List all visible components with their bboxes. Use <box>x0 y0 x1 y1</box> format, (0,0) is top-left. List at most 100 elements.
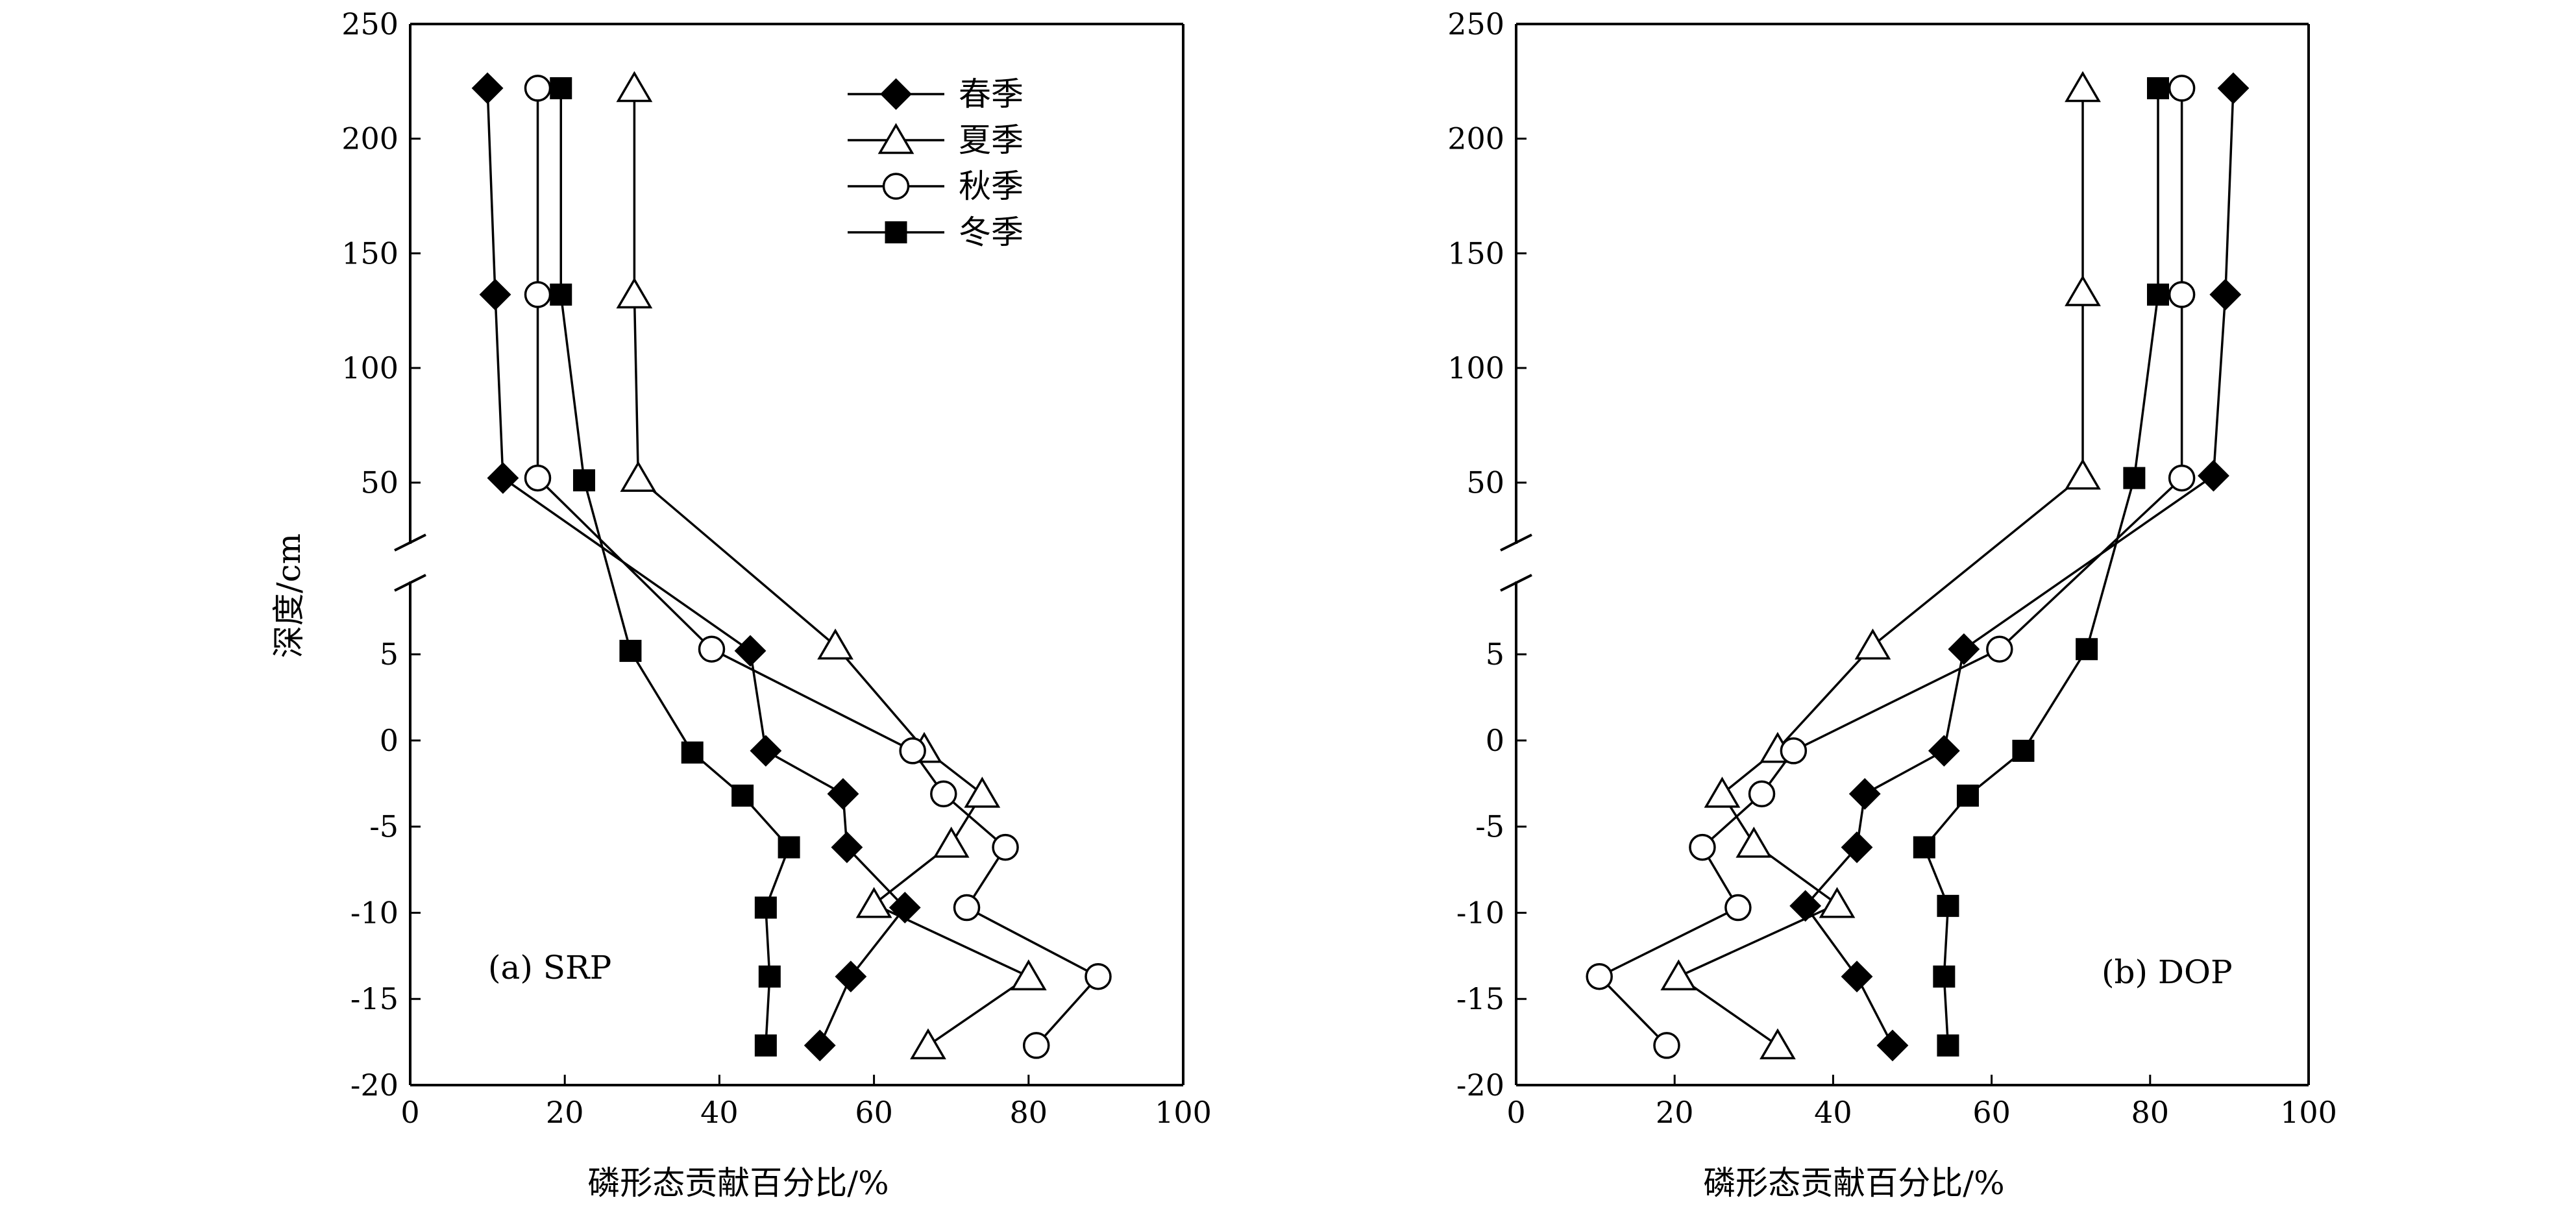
legend-marker <box>877 123 914 154</box>
panel-a-y-axis-title: 深度/cm <box>270 533 308 658</box>
panel-a-y-tick-label: 5 <box>380 637 399 672</box>
panel-a-data-point <box>899 737 926 765</box>
panel-b-data-point <box>1660 959 1697 991</box>
panel-a-data-point <box>754 1034 777 1057</box>
panel-b-data-point <box>1928 735 1960 767</box>
panel-a-data-point <box>698 635 726 663</box>
panel-b-y-tick-label: 100 <box>1447 350 1504 385</box>
panel-b-data-point <box>2076 638 2098 661</box>
panel-a-x-tick-label: 80 <box>1010 1095 1048 1130</box>
panel-b-data-point <box>1913 836 1935 859</box>
panel-a-axis-break-mark <box>394 574 426 592</box>
panel-a-y-tick-label: -10 <box>350 895 399 930</box>
panel-a-data-point <box>1085 962 1112 990</box>
panel-a-data-point <box>550 283 572 306</box>
panel-a-data-point <box>572 469 595 492</box>
panel-b-data-point <box>2123 467 2146 489</box>
panel-b-series-line <box>1676 88 2084 1047</box>
panel-a-series-line <box>536 88 1100 1047</box>
panel-b-y-tick-label: -15 <box>1456 981 1504 1016</box>
panel-b-series-3 <box>1913 77 2170 1057</box>
panel-b-data-point <box>1789 890 1822 922</box>
panel-a-data-point <box>910 1028 946 1060</box>
panel-a-data-point <box>817 628 853 660</box>
panel-a-data-point <box>930 780 957 808</box>
panel-a-x-tick-label: 40 <box>700 1095 739 1130</box>
panel-a-axis-break-mark <box>394 533 426 552</box>
panel-a-x-tick-label: 60 <box>855 1095 893 1130</box>
panel-b-data-point <box>1841 960 1873 993</box>
panel-b-data-point <box>1933 965 1956 988</box>
panel-b-data-point <box>1736 826 1773 858</box>
panel-a-data-point <box>754 896 777 919</box>
panel-b-data-point <box>2217 72 2250 104</box>
panel-b-series-1 <box>1660 71 2101 1060</box>
panel-a-x-axis-title: 磷形态贡献百分比/% <box>587 1164 889 1202</box>
legend-label: 秋季 <box>959 167 1024 205</box>
panel-a-series-3 <box>550 77 800 1057</box>
panel-b-data-point <box>1841 831 1873 864</box>
panel-b-data-point <box>2198 459 2229 492</box>
panel-a-y-tick-label: 0 <box>380 723 399 758</box>
panel-a-y-tick-label: 250 <box>341 6 399 42</box>
panel-b-data-point <box>1780 737 1808 765</box>
panel-b-label: (b) DOP <box>2102 953 2233 991</box>
panel-a-data-point <box>619 639 642 662</box>
panel-b-series-line <box>1804 88 2235 1046</box>
panel-a-data-point <box>803 1029 836 1062</box>
panel-a-series-line <box>559 88 791 1046</box>
panel-a-data-point <box>1010 959 1047 991</box>
panel-a-x-tick-label: 0 <box>400 1095 419 1130</box>
panel-b-data-point <box>1956 784 1979 807</box>
panel-a-data-point <box>731 784 754 807</box>
panel-b-y-tick-label: 150 <box>1447 236 1504 271</box>
panel-a-data-point <box>524 75 552 102</box>
legend-marker <box>882 173 910 200</box>
legend-marker <box>885 221 907 243</box>
panel-a-data-point <box>778 836 800 859</box>
legend-label: 冬季 <box>959 214 1024 251</box>
panel-b-data-point <box>2012 739 2035 762</box>
panel-b-data-point <box>1854 628 1891 660</box>
panel-b-data-point <box>2065 458 2101 490</box>
panel-a-data-point <box>964 776 1001 808</box>
panel-a-x-tick-label: 100 <box>1155 1095 1212 1130</box>
panel-b-data-point <box>1586 962 1613 990</box>
panel-b-y-tick-label: 50 <box>1466 465 1504 500</box>
panel-b-data-point <box>1760 1028 1796 1060</box>
panel-a-series-line <box>633 88 1031 1047</box>
panel-a-data-point <box>835 960 867 993</box>
panel-a-y-tick-label: 100 <box>341 350 399 385</box>
panel-a-data-point <box>524 464 552 492</box>
panel-b-data-point <box>1948 633 1980 665</box>
panel-a-data-point <box>933 826 970 858</box>
panel-b-data-point <box>1819 887 1856 918</box>
panel-a-y-tick-label: -5 <box>369 809 399 844</box>
panel-a-data-point <box>616 277 653 309</box>
panel-a-data-point <box>681 741 704 764</box>
panel-a-data-point <box>550 77 572 99</box>
panel-b-x-tick-label: 20 <box>1656 1095 1694 1130</box>
panel-b-y-tick-label: 250 <box>1447 6 1504 42</box>
legend-label: 夏季 <box>959 121 1024 159</box>
panel-a-data-point <box>471 72 504 104</box>
panel-a-data-point <box>616 71 653 103</box>
panel-a-data-point <box>524 281 552 308</box>
panel-a-x-tick-label: 20 <box>546 1095 584 1130</box>
panel-a-data-point <box>855 887 892 918</box>
panel-a-data-point <box>487 462 519 495</box>
panel-b-data-point <box>1689 833 1716 861</box>
panel-a-data-point <box>827 777 859 810</box>
panel-b-x-tick-label: 60 <box>1972 1095 2011 1130</box>
panel-b-data-point <box>2147 77 2170 99</box>
panel-a-series-line <box>486 88 907 1046</box>
panel-a-data-point <box>953 894 981 922</box>
panel-b-data-point <box>1937 1034 1959 1057</box>
panel-a-data-point <box>758 965 781 988</box>
panel-a-data-point <box>1022 1032 1050 1059</box>
panel-a-data-point <box>479 278 511 311</box>
panel-b-series-line <box>1922 88 2159 1046</box>
